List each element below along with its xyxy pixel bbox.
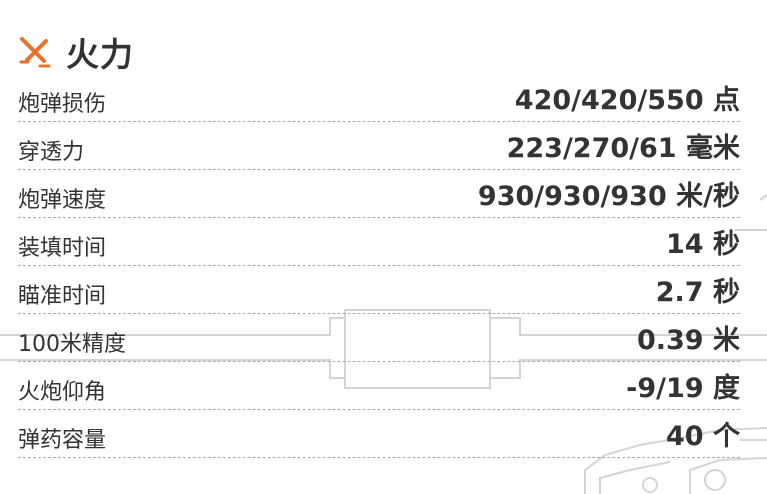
stat-label: 火炮仰角 xyxy=(18,380,107,405)
stat-row-penetration: 穿透力 223/270/61 毫米 xyxy=(18,122,740,170)
stat-row-reload-time: 装填时间 14 秒 xyxy=(18,218,740,266)
stat-label: 穿透力 xyxy=(18,140,85,165)
stat-label: 瞄准时间 xyxy=(18,284,107,309)
crossed-shells-icon xyxy=(18,35,52,69)
stat-row-ammo-capacity: 弹药容量 40 个 xyxy=(18,410,740,458)
firepower-panel: 火力 炮弹损伤 420/420/550 点 穿透力 223/270/61 毫米 … xyxy=(18,22,740,458)
stat-value: 14 秒 xyxy=(666,229,740,260)
stat-row-shell-damage: 炮弹损伤 420/420/550 点 xyxy=(18,82,740,122)
stat-label: 弹药容量 xyxy=(18,428,107,453)
stat-label: 炮弹速度 xyxy=(18,188,107,213)
section-title: 火力 xyxy=(66,35,134,74)
stat-label: 100米精度 xyxy=(18,332,126,357)
stat-row-gun-elevation: 火炮仰角 -9/19 度 xyxy=(18,362,740,410)
stats-list: 炮弹损伤 420/420/550 点 穿透力 223/270/61 毫米 炮弹速… xyxy=(18,82,740,458)
stat-value: 223/270/61 毫米 xyxy=(506,133,740,164)
stat-value: 930/930/930 米/秒 xyxy=(477,181,740,212)
stat-row-dispersion: 100米精度 0.39 米 xyxy=(18,314,740,362)
stat-value: 40 个 xyxy=(666,421,740,452)
stat-value: -9/19 度 xyxy=(626,373,740,404)
stat-row-shell-velocity: 炮弹速度 930/930/930 米/秒 xyxy=(18,170,740,218)
stat-value: 0.39 米 xyxy=(636,325,740,356)
stat-value: 2.7 秒 xyxy=(655,277,740,308)
stat-value: 420/420/550 点 xyxy=(514,85,740,116)
stat-row-aim-time: 瞄准时间 2.7 秒 xyxy=(18,266,740,314)
stat-label: 装填时间 xyxy=(18,236,107,261)
section-header: 火力 xyxy=(18,22,740,82)
stat-label: 炮弹损伤 xyxy=(18,92,107,117)
